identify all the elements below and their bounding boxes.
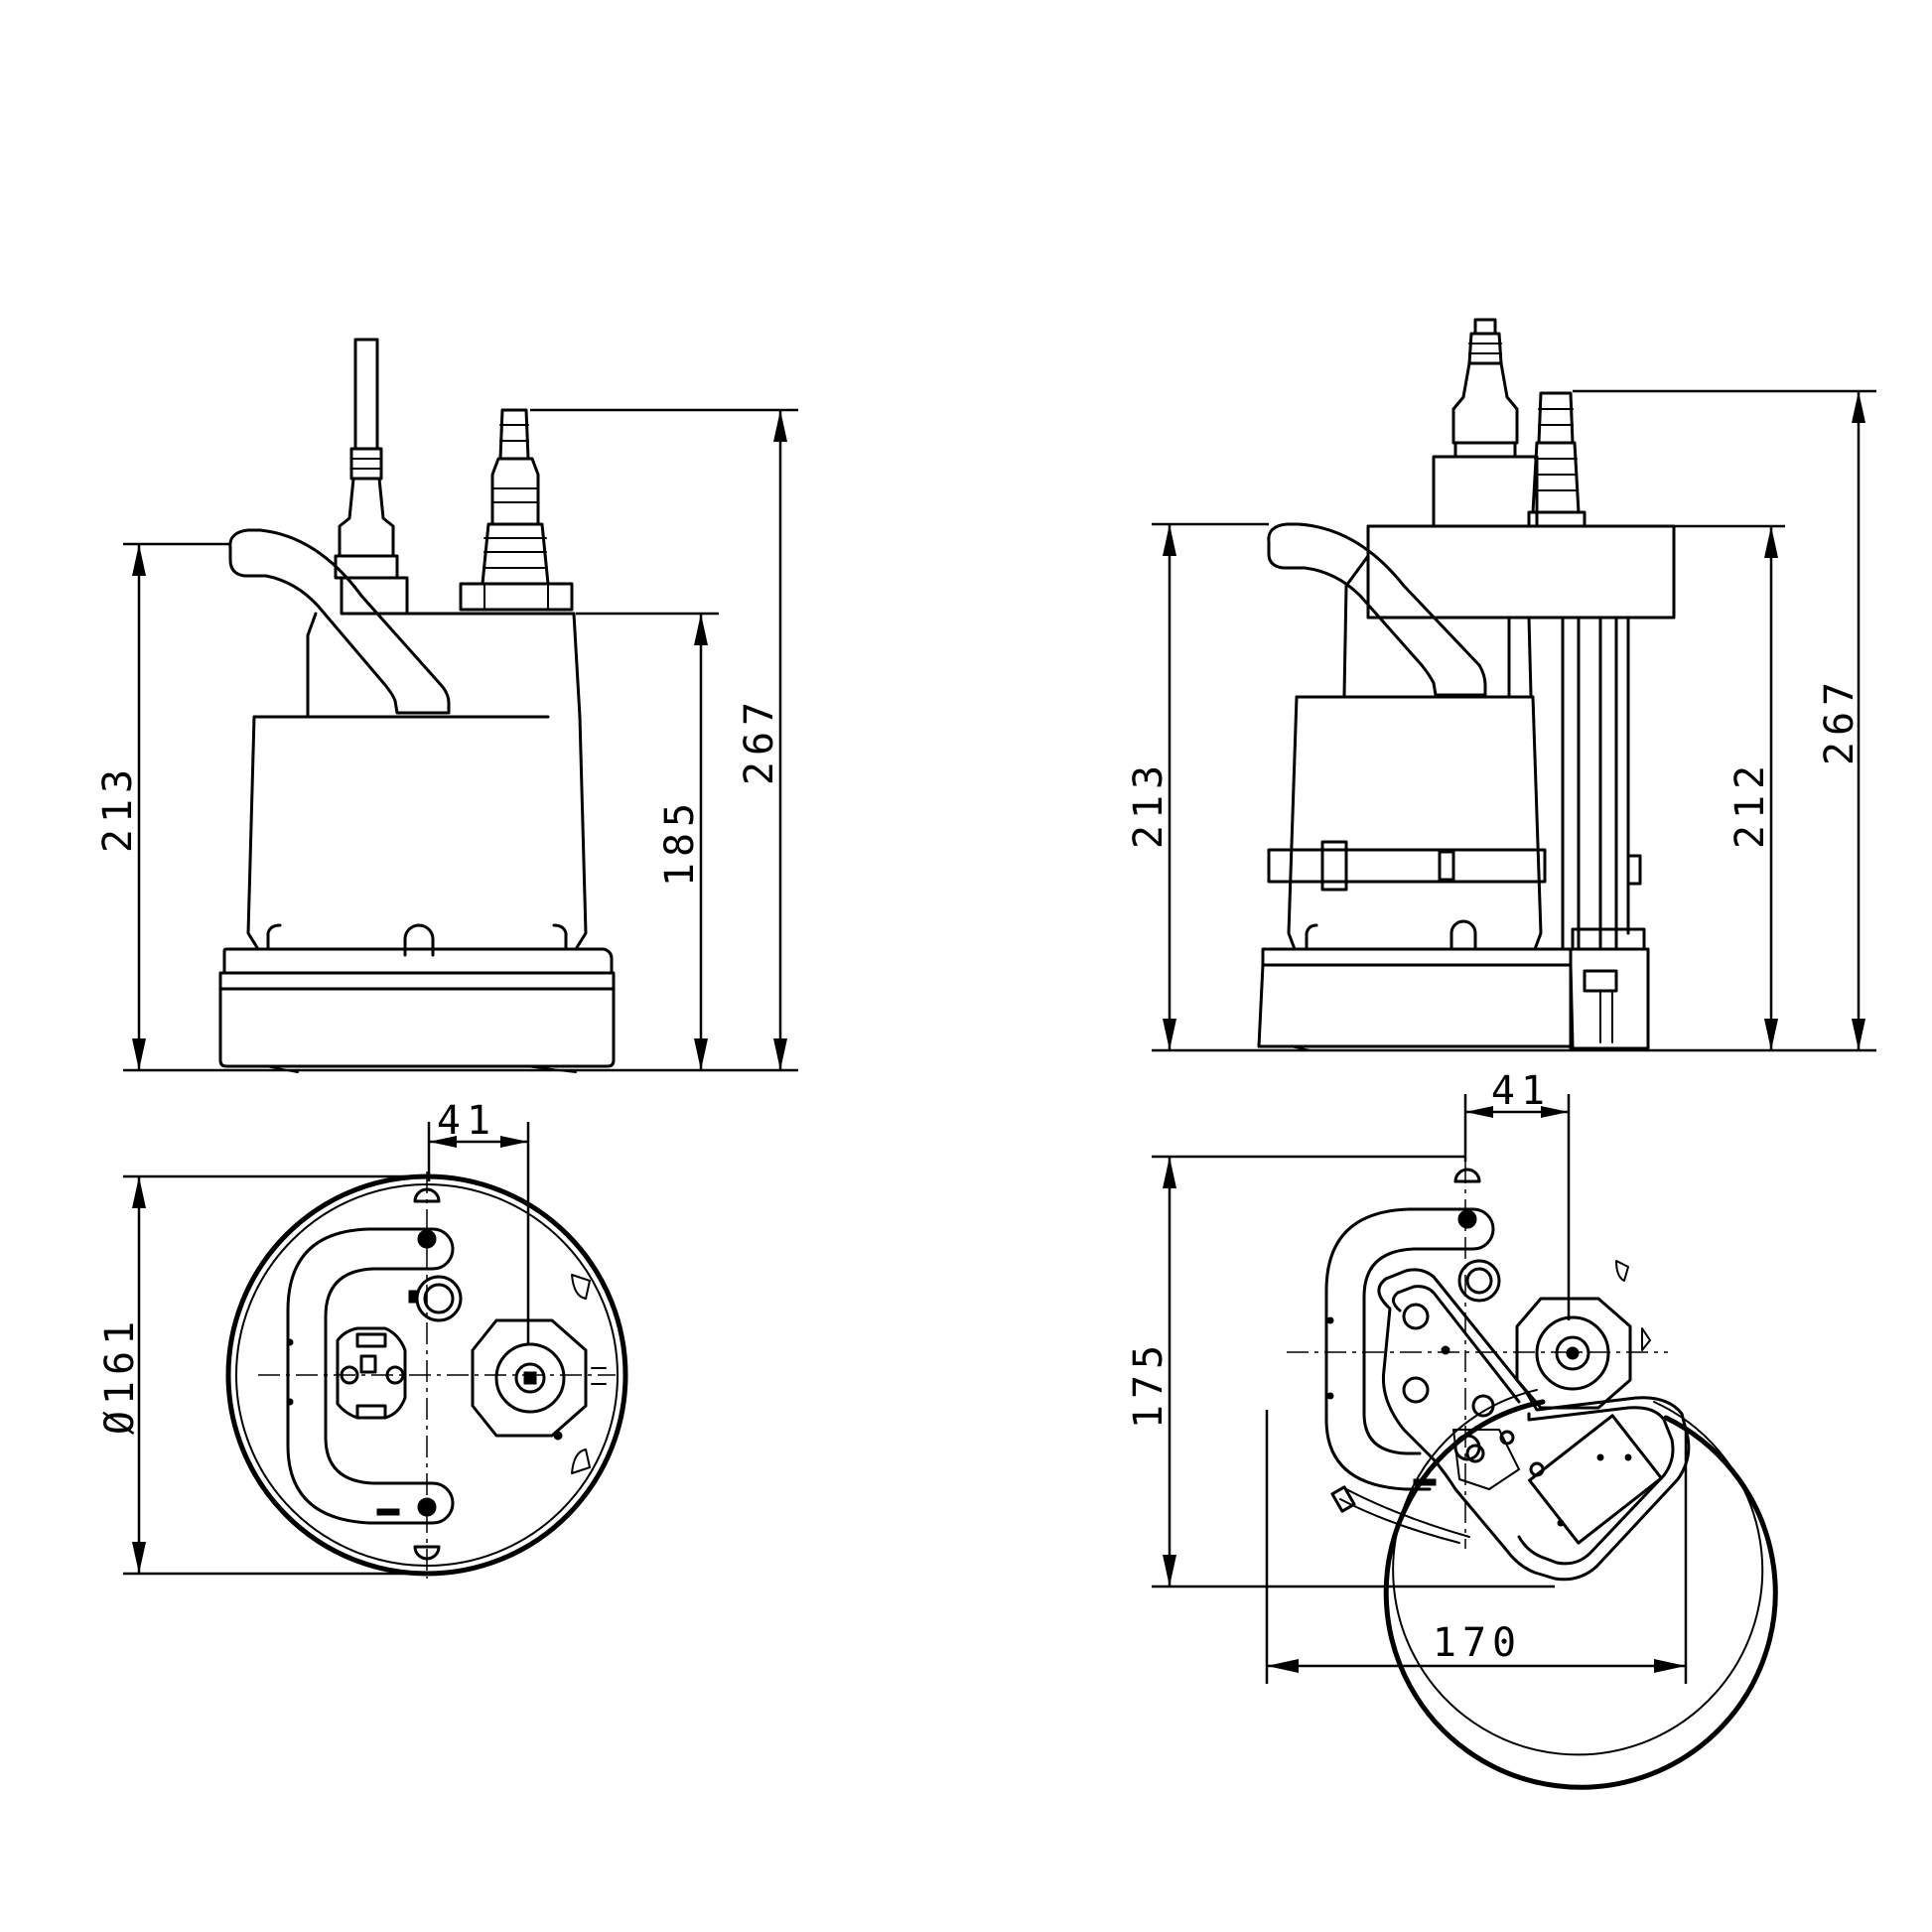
standard-pump-bottom-dimensions: Ø161 41 bbox=[97, 1098, 530, 1576]
pump-base bbox=[218, 947, 616, 1073]
carry-handle-right bbox=[1267, 522, 1487, 697]
outlet-connector-right bbox=[1527, 391, 1587, 528]
power-cable-right bbox=[1432, 318, 1539, 528]
strap bbox=[1267, 840, 1547, 892]
float-switch-pump-bottom-view bbox=[1287, 1162, 1778, 1790]
dim-diameter: Ø161 bbox=[97, 1315, 143, 1435]
power-cable bbox=[334, 338, 409, 616]
float-switch-bottom-dimensions: 175 170 41 bbox=[1126, 1068, 1688, 1684]
float-switch-housing bbox=[1377, 1268, 1691, 1582]
carry-handle bbox=[228, 528, 451, 715]
motor-housing-right bbox=[1287, 554, 1543, 951]
dim-handle-height-right: 213 bbox=[1126, 759, 1172, 849]
dim-overall-height-right: 267 bbox=[1817, 676, 1863, 765]
standard-pump-side-view bbox=[218, 338, 616, 1073]
handle-outline bbox=[286, 1227, 455, 1525]
float-switch-side-dimensions: 213 212 267 bbox=[1126, 389, 1876, 1052]
dim-width: 170 bbox=[1433, 1620, 1522, 1666]
cable-gland bbox=[408, 1275, 463, 1322]
standard-pump-bottom-view bbox=[225, 1172, 628, 1579]
standard-pump-side-dimensions: 213 185 267 bbox=[95, 408, 798, 1072]
dim-body-height: 185 bbox=[657, 797, 703, 887]
motor-housing bbox=[246, 612, 588, 957]
float-switch-pump-side-view bbox=[1257, 318, 1676, 1051]
plug-face bbox=[336, 1326, 407, 1420]
dim-depth: 175 bbox=[1126, 1339, 1172, 1429]
outlet-nut-right bbox=[1515, 1297, 1632, 1410]
outlet-connector bbox=[459, 408, 574, 612]
pump-base-right bbox=[1257, 947, 1575, 1051]
dim-switch-height: 212 bbox=[1727, 759, 1773, 849]
dim-handle-height: 213 bbox=[95, 763, 141, 853]
outlet-nut bbox=[471, 1318, 588, 1441]
dim-outlet-offset: 41 bbox=[437, 1098, 496, 1144]
float-switch-rods bbox=[1507, 616, 1650, 1050]
switch-housing bbox=[1366, 524, 1676, 620]
dim-outlet-offset-right: 41 bbox=[1491, 1068, 1551, 1114]
dim-overall-height: 267 bbox=[737, 696, 782, 785]
